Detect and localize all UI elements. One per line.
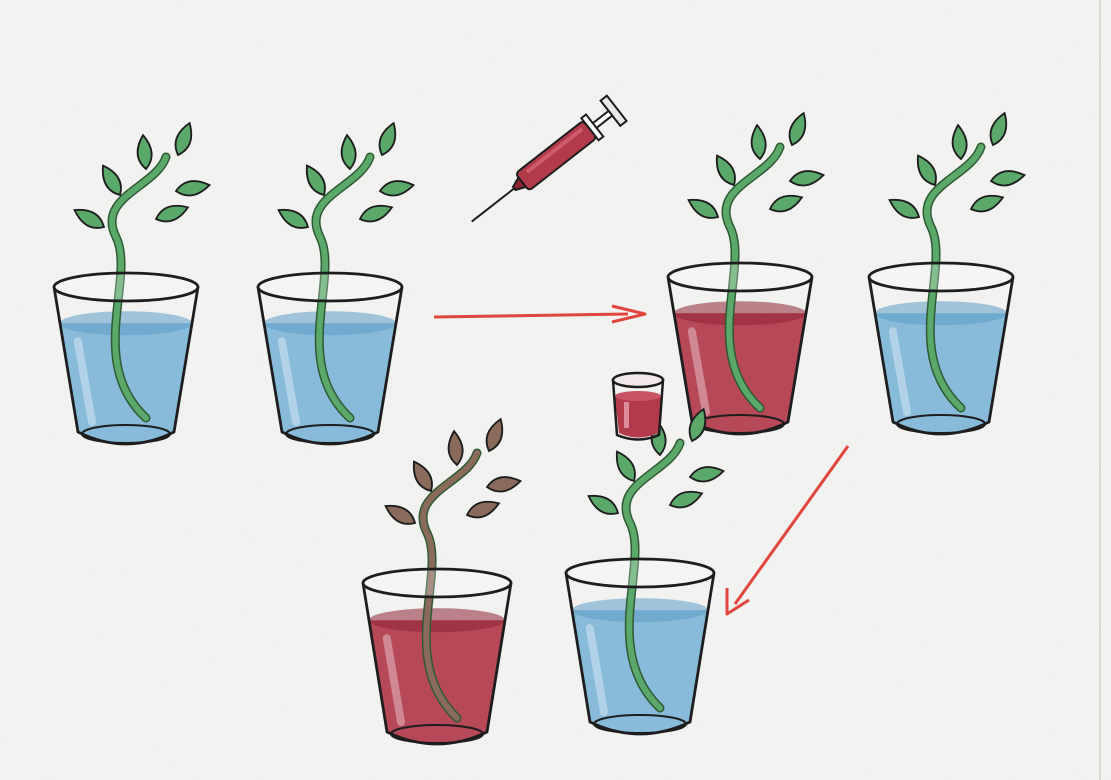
glass-liquid-surface (369, 608, 505, 632)
glass-liquid-surface (264, 311, 396, 335)
small-vial-rim (613, 373, 663, 387)
glass-rim (54, 273, 198, 301)
small-vial-liquid (615, 396, 661, 438)
small-vial-shine (624, 402, 629, 428)
small-vial-liquid-top (615, 391, 661, 401)
glass-rim (869, 263, 1013, 291)
glass-rim (363, 569, 511, 597)
glass-liquid-surface (875, 301, 1007, 325)
small-vial (613, 373, 663, 440)
glass-rim (258, 273, 402, 301)
glass-rim (566, 559, 714, 587)
glass-liquid-surface (674, 301, 806, 325)
glass-rim (668, 263, 812, 291)
glass-liquid-surface (60, 311, 192, 335)
glass-liquid-surface (572, 598, 708, 622)
